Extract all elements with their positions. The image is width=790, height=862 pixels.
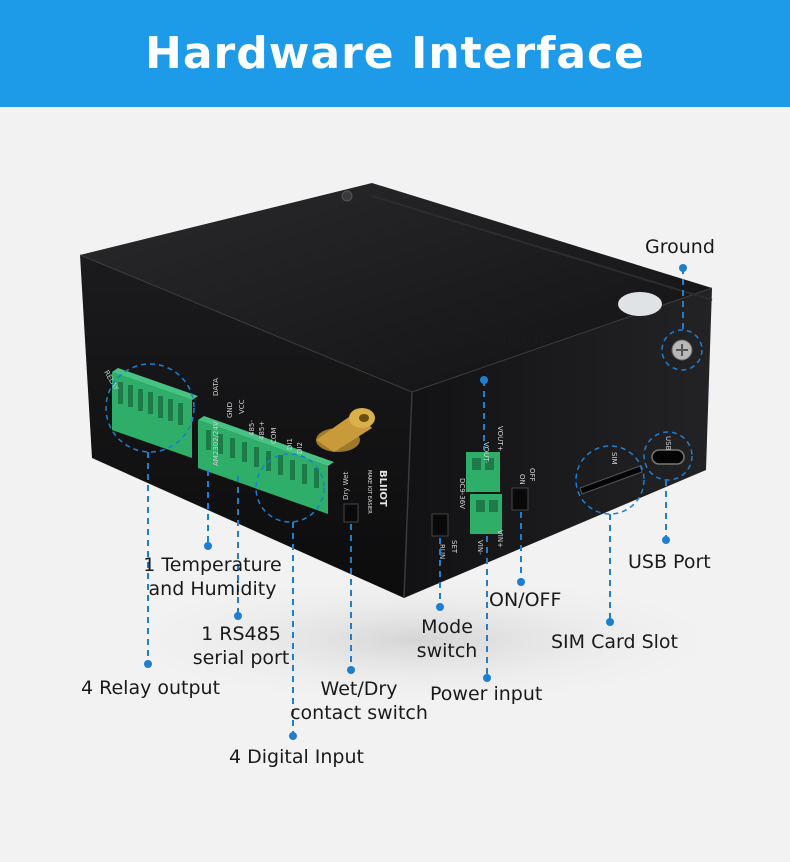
antenna-connector [316, 408, 375, 452]
silk-dry-wet: Dry Wet [342, 472, 350, 500]
silk-485-plus: 485+ [258, 421, 266, 440]
side-components [431, 339, 693, 537]
leader-dots [144, 264, 687, 740]
label-temperature-line2: and Humidity [148, 578, 277, 600]
callout-circle-ground [661, 329, 703, 371]
label-mode-switch: Mode switch [410, 615, 484, 663]
top-sticker [618, 292, 662, 316]
silk-gnd: GND [226, 402, 234, 418]
silk-sim: SIM [610, 452, 618, 465]
device-front-face [80, 255, 412, 598]
silk-am: AM2302/24V [212, 421, 220, 466]
silk-run: RUN [438, 544, 446, 559]
callout-circle-sim [575, 445, 645, 515]
page-title: Hardware Interface [145, 28, 645, 79]
label-on-off: ON/OFF [489, 589, 562, 611]
floor-shadow [90, 570, 750, 710]
leader-lines [147, 268, 684, 734]
silk-set: SET [450, 540, 458, 554]
label-power-input: Power input [430, 683, 543, 705]
silk-dc: DC9-36V [458, 478, 466, 509]
silk-485-minus: 485- [248, 420, 256, 436]
label-sim-card-slot: SIM Card Slot [551, 631, 678, 653]
relay-terminal-block [112, 368, 198, 458]
label-usb-port: USB Port [628, 551, 711, 573]
label-wetdry-line1: Wet/Dry [320, 678, 398, 700]
silk-vout-plus: VOUT+ [496, 426, 504, 452]
label-relay-output: 4 Relay output [81, 677, 221, 699]
silk-data: DATA [212, 378, 220, 396]
callout-circle-di [255, 453, 325, 523]
label-temperature-humidity: 1 Temperature and Humidity [140, 553, 285, 601]
label-ground: Ground [645, 236, 715, 258]
silk-di2: DI2 [296, 442, 304, 454]
label-rs485: 1 RS485 serial port [186, 622, 296, 670]
silk-com: COM [270, 428, 278, 444]
brand-tagline: MAKE IOT EASIER [366, 470, 372, 514]
brand-logo-text: BLIIOT [377, 470, 388, 507]
device-photo: RELAY DATA VCC GND 485- 485+ COM DI1 DI2… [79, 183, 750, 740]
silk-vout-minus: VOUT- [482, 442, 490, 464]
label-mode-line1: Mode [421, 616, 473, 638]
label-mode-line2: switch [416, 640, 478, 662]
silk-usb: USB [664, 436, 672, 451]
silk-vcc: VCC [238, 399, 246, 414]
top-screw [341, 190, 353, 202]
silk-vin-plus: VIN+ [496, 530, 504, 548]
silk-on: ON [518, 474, 526, 485]
label-digital-input: 4 Digital Input [229, 746, 364, 768]
silk-vin-minus: VIN- [476, 540, 484, 555]
callout-circles [105, 329, 703, 523]
label-power-output: Power output [420, 326, 547, 348]
silk-off: OFF [528, 468, 536, 482]
callout-circle-relay [105, 363, 195, 453]
label-wet-dry: Wet/Dry contact switch [287, 677, 431, 725]
silk-di1: DI1 [286, 438, 294, 450]
callout-circle-usb [643, 431, 693, 481]
wetdry-switch [343, 503, 359, 523]
label-rs485-line1: 1 RS485 [201, 623, 281, 645]
label-wetdry-line2: contact switch [290, 702, 428, 724]
label-rs485-line2: serial port [192, 647, 290, 669]
title-banner: Hardware Interface [0, 0, 790, 107]
device-top-face [80, 183, 712, 392]
label-temperature-line1: 1 Temperature [143, 554, 282, 576]
